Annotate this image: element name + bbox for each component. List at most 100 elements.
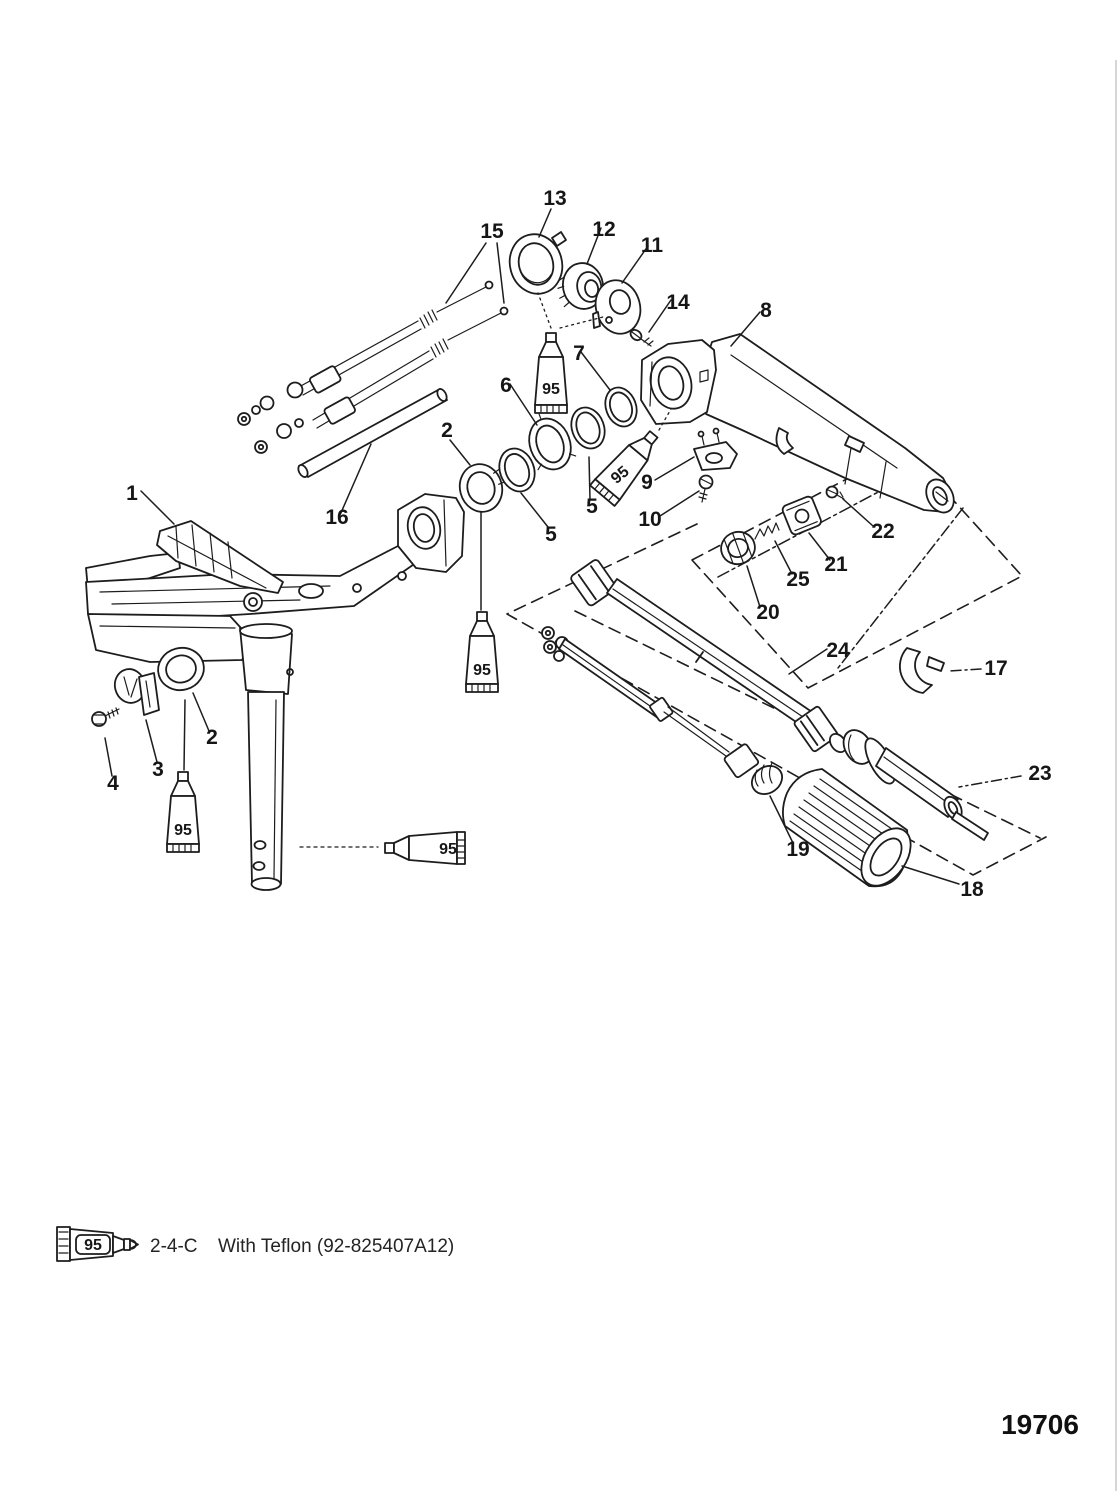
leader-19 <box>769 795 794 844</box>
lube-code-center: 95 <box>473 662 491 679</box>
callout-23: 23 <box>1028 762 1051 785</box>
lube-tube-95-left <box>166 771 200 853</box>
lube-tube-95-top <box>534 332 568 414</box>
screw-22 <box>825 485 845 500</box>
retainer-ring-13 <box>508 231 567 295</box>
lube-leader-top-b <box>559 316 604 329</box>
leader-5-left <box>520 492 549 528</box>
callout-3: 3 <box>152 758 164 781</box>
leader-15-b <box>496 242 505 304</box>
callout-6: 6 <box>500 374 512 397</box>
leader-10 <box>659 490 700 517</box>
seal-5-left <box>498 447 536 493</box>
leader-1 <box>140 490 175 525</box>
screw-10 <box>698 474 714 503</box>
drive-shaft-23 <box>842 729 989 841</box>
screw-14 <box>629 328 654 347</box>
leader-18 <box>901 865 960 885</box>
swivel-bracket-1 <box>85 493 465 891</box>
callout-21: 21 <box>824 553 848 576</box>
clamp-block-21 <box>781 495 822 536</box>
callout-5-left: 5 <box>545 523 557 546</box>
leader-13 <box>538 208 552 238</box>
callout-2-lower: 2 <box>206 726 218 749</box>
o-ring-7 <box>604 386 638 428</box>
leader-16 <box>339 443 372 516</box>
callout-17: 17 <box>984 657 1007 680</box>
lube-tube-95-tilted <box>589 430 659 507</box>
drawing-number: 19706 <box>1001 1409 1079 1440</box>
throttle-cable-24 <box>570 559 848 754</box>
legend-lube-code: 95 <box>84 1237 102 1254</box>
dashed-assembly-outline-upper <box>691 447 1023 689</box>
spring-25 <box>754 522 780 540</box>
leader-3 <box>145 719 158 763</box>
callout-numbers: 1 2 2 3 4 5 5 6 7 8 9 10 11 12 13 14 15 … <box>107 187 1052 901</box>
retainer-clip-3 <box>113 668 160 716</box>
callout-10: 10 <box>638 508 661 531</box>
callout-22: 22 <box>871 520 894 543</box>
legend-lube-tube-icon <box>56 1226 139 1262</box>
handle-grip-18 <box>782 768 912 888</box>
lube-leader-top-a <box>537 292 552 329</box>
leader-14 <box>648 299 672 333</box>
leader-9 <box>654 456 695 481</box>
bushing-6 <box>528 413 577 471</box>
callout-24: 24 <box>826 639 850 662</box>
callout-11: 11 <box>641 234 664 257</box>
shift-cables-15 <box>237 280 509 454</box>
leader-23 <box>958 775 1022 788</box>
bushing-2-upper <box>458 463 507 513</box>
leader-22 <box>842 498 874 527</box>
callout-20: 20 <box>756 601 779 624</box>
lube-code-horizontal: 95 <box>439 841 457 858</box>
callout-8: 8 <box>760 299 772 322</box>
leader-2-lower <box>192 692 210 732</box>
lube-tube-95-horizontal <box>384 831 466 865</box>
leader-8 <box>730 311 761 347</box>
leader-24 <box>788 648 828 675</box>
legend: 95 2-4-C With Teflon (92-825407A12) <box>56 1226 454 1262</box>
lube-tube-95-center <box>465 611 499 693</box>
leader-6 <box>509 383 538 426</box>
callout-14: 14 <box>666 291 690 314</box>
steering-arm-8 <box>640 333 955 514</box>
seal-5-right <box>570 406 606 450</box>
leader-15-a <box>445 242 487 304</box>
knob-cap-20 <box>720 530 756 566</box>
callout-9: 9 <box>641 471 653 494</box>
cam-plate-11 <box>592 279 642 335</box>
callout-25: 25 <box>786 568 810 591</box>
callout-19: 19 <box>786 838 809 861</box>
callout-12: 12 <box>592 218 615 241</box>
lube-code-top: 95 <box>542 381 560 398</box>
callout-4: 4 <box>107 772 119 795</box>
leader-25 <box>774 540 793 575</box>
link-cable-19 <box>541 626 783 795</box>
leader-11 <box>621 245 649 284</box>
leader-4 <box>104 737 113 777</box>
callout-16: 16 <box>325 506 348 529</box>
leader-2-upper <box>449 439 471 466</box>
callout-2-upper: 2 <box>441 419 453 442</box>
leader-17 <box>947 668 982 672</box>
callout-5-right: 5 <box>586 495 598 518</box>
lube-leader-left <box>183 699 186 771</box>
leader-lines <box>104 208 1022 885</box>
screw-4 <box>91 707 120 727</box>
leader-20 <box>746 565 761 608</box>
callout-7: 7 <box>573 342 585 365</box>
leader-12 <box>586 227 602 265</box>
callout-1: 1 <box>126 482 138 505</box>
lube-leader-tilted <box>658 408 672 431</box>
leader-21 <box>808 532 831 561</box>
callout-15: 15 <box>480 220 504 243</box>
clip-17 <box>898 647 945 694</box>
legend-code-text: 2-4-C <box>150 1236 198 1257</box>
leader-5-right <box>588 456 591 501</box>
bushing-2-lower <box>157 646 205 692</box>
tube-16 <box>297 388 448 478</box>
callout-18: 18 <box>960 878 984 901</box>
